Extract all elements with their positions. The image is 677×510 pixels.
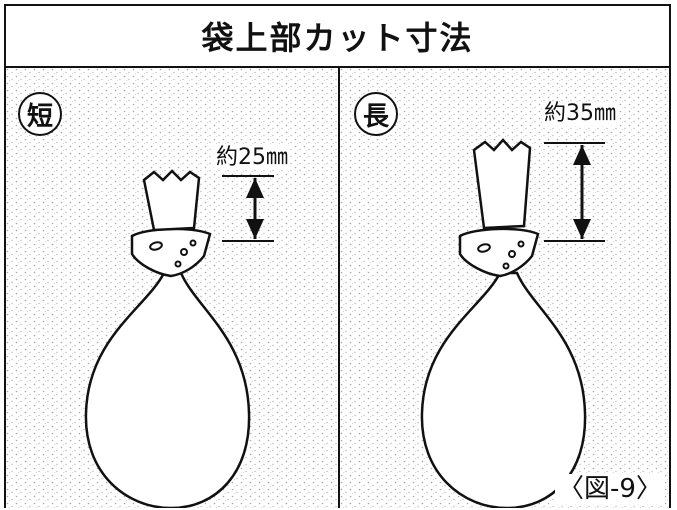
short-dimension-label: 約25㎜ (214, 145, 290, 170)
panel-short: 短 約25㎜ (6, 68, 340, 508)
panel-long: 長 約35㎜ 〈図-9〉 (340, 68, 669, 508)
bag-body (84, 271, 251, 508)
long-badge: 長 (354, 92, 398, 136)
figure-frame: 袋上部カット寸法 (4, 4, 671, 508)
bag-knot (458, 227, 540, 278)
figure-title: 袋上部カット寸法 (201, 19, 474, 57)
bag-top-cut (472, 138, 532, 230)
figure-number-label: 〈図-9〉 (555, 474, 665, 504)
long-cut-illustration (340, 68, 669, 508)
bag-top-cut (142, 169, 201, 232)
title-bar: 袋上部カット寸法 (6, 6, 669, 68)
bag-body (420, 271, 587, 508)
short-badge: 短 (18, 92, 62, 136)
long-dimension-label: 約35㎜ (542, 101, 618, 126)
short-cut-illustration (6, 68, 338, 508)
